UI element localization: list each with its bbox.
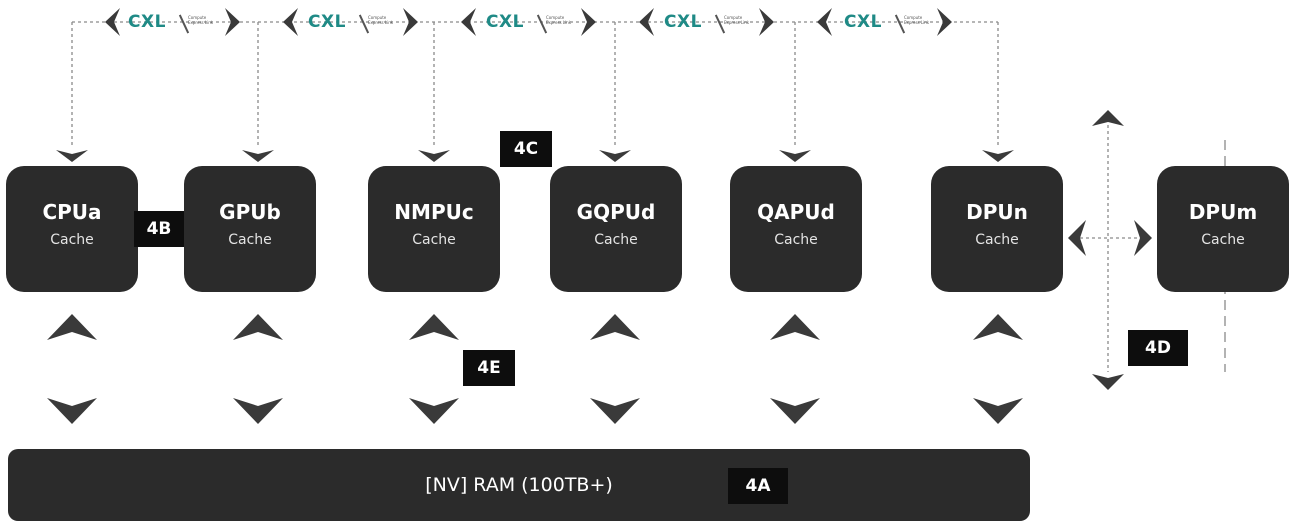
processor-cache-label: Cache: [50, 232, 94, 248]
processor-name: CPUa: [42, 200, 102, 224]
processor-name: GPUb: [219, 200, 281, 224]
label-4d: 4D: [1128, 330, 1188, 366]
label-4b: 4B: [134, 211, 184, 247]
processor-cache-label: Cache: [774, 232, 818, 248]
memory-pool: [NV] RAM (100TB+): [8, 449, 1030, 521]
processor-cache-label: Cache: [228, 232, 272, 248]
label-4e: 4E: [463, 350, 515, 386]
processor-name: GQPUd: [576, 200, 656, 224]
processor-dpum: DPUm Cache: [1157, 166, 1289, 292]
processor-dpun: DPUn Cache: [931, 166, 1063, 292]
cxl-logo: CXL Compute Express Link: [664, 12, 750, 34]
label-4a: 4A: [728, 468, 788, 504]
processor-cpua: CPUa Cache: [6, 166, 138, 292]
processor-nmpuc: NMPUc Cache: [368, 166, 500, 292]
processor-cache-label: Cache: [1201, 232, 1245, 248]
cxl-logo: CXL Compute Express Link: [486, 12, 572, 34]
processor-name: DPUm: [1188, 200, 1258, 224]
processor-cache-label: Cache: [412, 232, 456, 248]
processor-name: NMPUc: [394, 200, 474, 224]
cxl-logo: CXL Compute Express Link: [308, 12, 394, 34]
processor-qapud: QAPUd Cache: [730, 166, 862, 292]
processor-cache-label: Cache: [594, 232, 638, 248]
arrowheads: [47, 8, 1152, 424]
processor-gpub: GPUb Cache: [184, 166, 316, 292]
cxl-logo: CXL Compute Express Link: [844, 12, 930, 34]
processor-name: QAPUd: [757, 200, 835, 224]
processor-gqpud: GQPUd Cache: [550, 166, 682, 292]
label-4c: 4C: [500, 131, 552, 167]
processor-name: DPUn: [966, 200, 1028, 224]
cxl-logo: CXL Compute Express Link: [128, 12, 214, 34]
processor-cache-label: Cache: [975, 232, 1019, 248]
